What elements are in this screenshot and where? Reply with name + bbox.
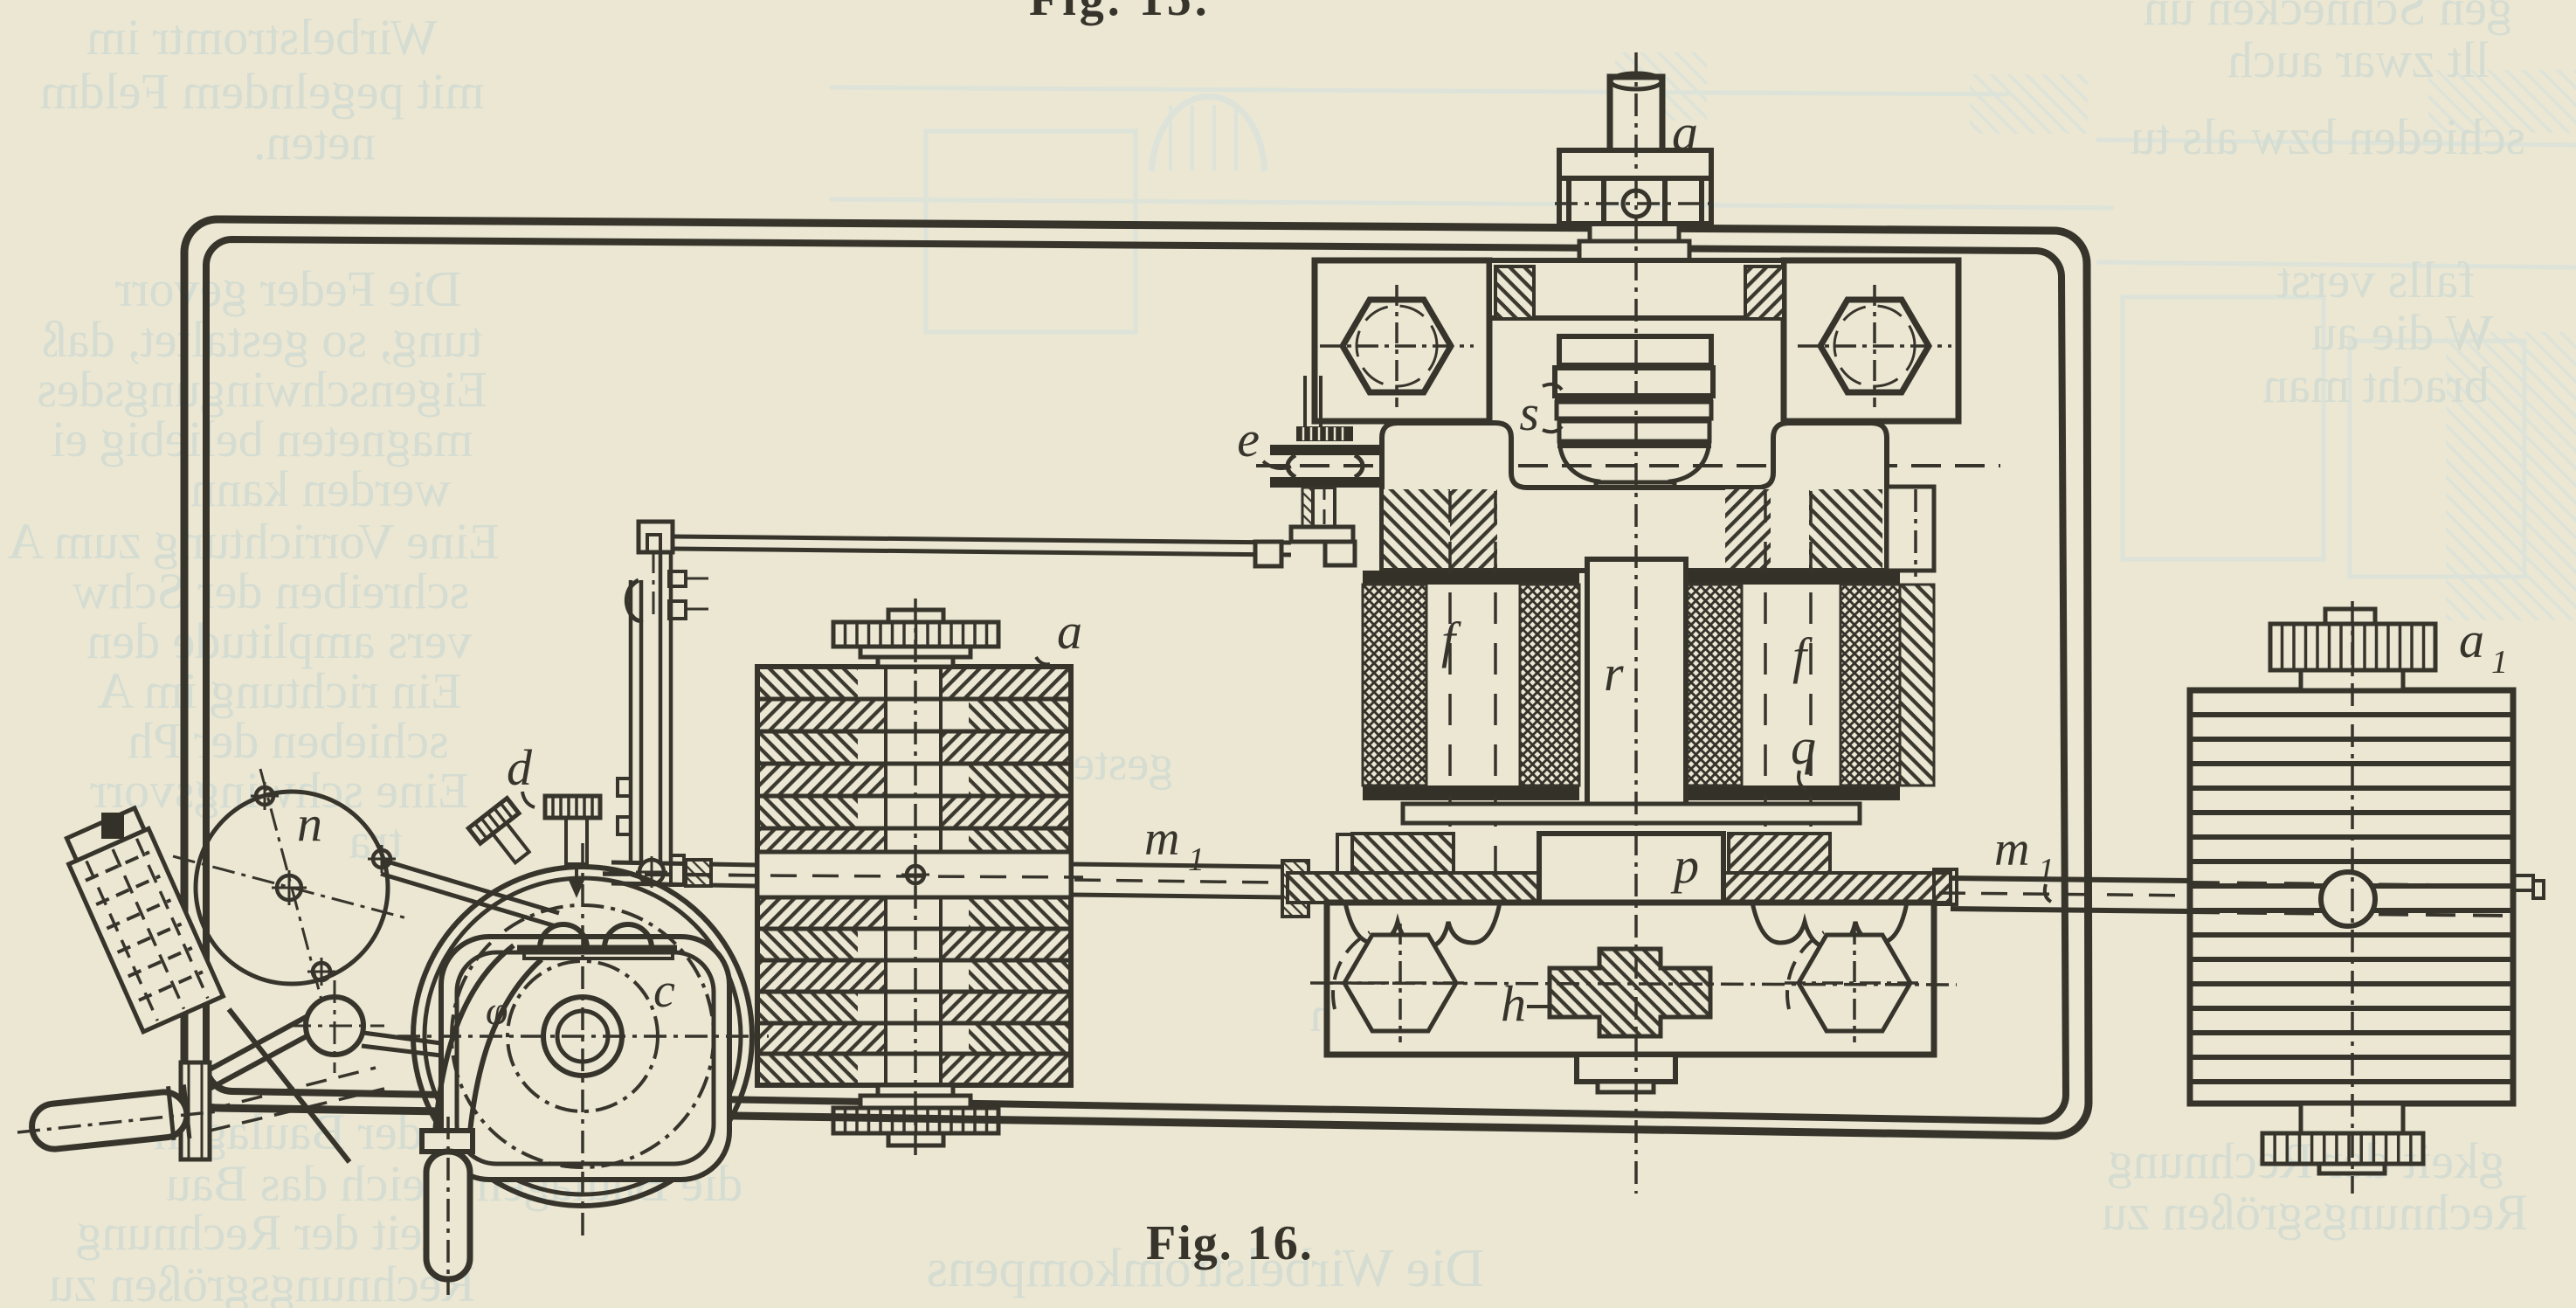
svg-text:Eigenschwingungsdes: Eigenschwingungsdes — [37, 361, 487, 418]
svg-text:a: a — [1057, 603, 1082, 660]
svg-text:schieden bzw als tu: schieden bzw als tu — [2131, 108, 2526, 165]
svg-text:Eine Vorrichtung zum A: Eine Vorrichtung zum A — [7, 513, 499, 570]
svg-text:Rechnungsgrößen zu: Rechnungsgrößen zu — [2102, 1184, 2528, 1241]
svg-text:c: c — [653, 964, 675, 1018]
svg-text:r: r — [1604, 645, 1624, 702]
svg-text:schreiben der Schw: schreiben der Schw — [73, 563, 469, 619]
svg-text:Rechnungsgrößen zu: Rechnungsgrößen zu — [49, 1256, 475, 1308]
svg-text:bracht man: bracht man — [2262, 356, 2489, 413]
svg-text:tung, so gestaltet, daß: tung, so gestaltet, daß — [42, 311, 482, 368]
svg-text:werden kann.: werden kann. — [178, 460, 451, 517]
svg-text:a: a — [2459, 612, 2484, 668]
svg-text:Fig. 16.: Fig. 16. — [1146, 1216, 1314, 1270]
svg-text:1: 1 — [2038, 852, 2055, 889]
svg-text:1: 1 — [1188, 841, 1205, 878]
svg-text:m: m — [1144, 812, 1179, 866]
svg-text:vers amplitude den: vers amplitude den — [86, 612, 472, 669]
svg-text:s: s — [1519, 384, 1539, 441]
svg-text:m: m — [1994, 822, 2029, 876]
svg-text:schieben der Ph: schieben der Ph — [128, 712, 448, 769]
svg-text:keit der Rechnung: keit der Rechnung — [76, 1204, 447, 1261]
svg-text:p: p — [1670, 837, 1699, 894]
svg-text:falls verst: falls verst — [2276, 252, 2475, 308]
svg-text:Die Feder gevorr: Die Feder gevorr — [115, 260, 461, 317]
svg-text:Fig. 15.: Fig. 15. — [1029, 0, 1211, 26]
svg-text:magneten beliebig ei: magneten beliebig ei — [51, 411, 473, 467]
svg-text:1: 1 — [2491, 644, 2508, 681]
svg-text:gen Schnecken un: gen Schnecken un — [2144, 0, 2512, 36]
svg-text:mit pegelndem Feldm: mit pegelndem Feldm — [39, 63, 484, 120]
svg-text:gkeit der Rechnung: gkeit der Rechnung — [2108, 1132, 2504, 1189]
svg-text:llt zwar auch: llt zwar auch — [2227, 31, 2490, 88]
svg-text:neten.: neten. — [253, 114, 376, 170]
svg-text:Ein richtung im A: Ein richtung im A — [97, 662, 461, 719]
svg-text:q: q — [1791, 718, 1816, 775]
svg-text:Wirbelstromtr im: Wirbelstromtr im — [86, 9, 438, 66]
svg-text:e: e — [1237, 411, 1260, 467]
svg-text:W die au: W die au — [2311, 304, 2493, 361]
svg-text:n: n — [297, 795, 322, 852]
svg-text:Die Wirbelstromkompens: Die Wirbelstromkompens — [927, 1239, 1485, 1298]
svg-text:d: d — [507, 739, 533, 796]
